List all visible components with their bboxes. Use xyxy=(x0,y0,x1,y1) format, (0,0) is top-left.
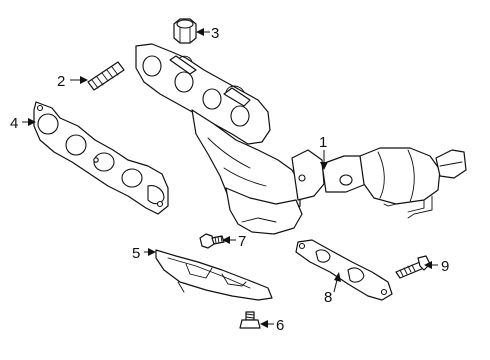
callout-1: 1 xyxy=(319,134,327,151)
part-6-bolt xyxy=(239,311,261,329)
callout-2: 2 xyxy=(57,73,65,90)
part-5-heat-insulator xyxy=(155,249,273,301)
callout-labels: 1 2 3 4 5 6 7 8 9 xyxy=(10,25,449,334)
part-9-bolt xyxy=(395,255,431,279)
callout-6: 6 xyxy=(276,317,284,334)
callout-leaders xyxy=(22,28,438,328)
part-3-nut xyxy=(173,18,197,44)
part-2-stud xyxy=(87,61,125,91)
callout-9: 9 xyxy=(441,258,449,275)
callout-3: 3 xyxy=(211,25,219,42)
callout-8: 8 xyxy=(324,289,332,306)
part-4-gasket xyxy=(33,101,169,215)
part-8-gasket xyxy=(295,239,393,301)
part-7-bolt xyxy=(199,233,225,249)
callout-7: 7 xyxy=(238,233,246,250)
callout-5: 5 xyxy=(132,245,140,262)
callout-4: 4 xyxy=(10,115,18,132)
part-1-exhaust-manifold xyxy=(135,43,467,235)
